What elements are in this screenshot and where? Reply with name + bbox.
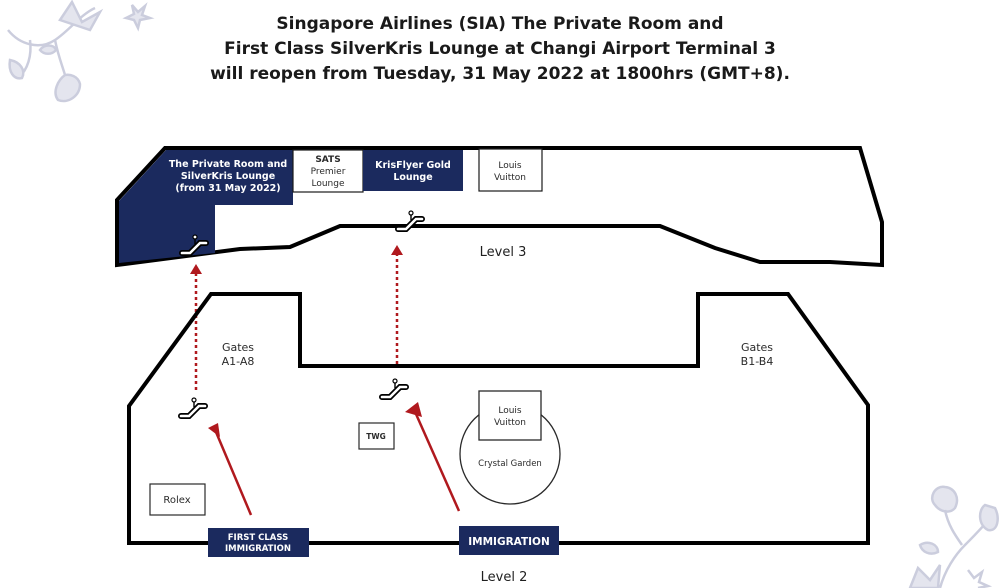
twg-label: TWG — [366, 432, 386, 441]
level-2-label: Level 2 — [481, 570, 528, 585]
krisflyer-label-2: Lounge — [393, 172, 432, 183]
arrow-head — [208, 423, 220, 437]
louis-vuitton-level-3[interactable] — [478, 148, 543, 192]
gates-a-label-1: Gates — [222, 341, 254, 354]
louis-vuitton-3-label-1: Louis — [498, 161, 522, 171]
escalator-icon — [181, 398, 205, 416]
gates-b-label-1: Gates — [741, 341, 773, 354]
escalator-icon — [382, 379, 406, 397]
arrow-head — [405, 402, 422, 417]
headline-line-2: First Class SilverKris Lounge at Changi … — [224, 39, 776, 59]
private-room-label-1: The Private Room and — [169, 159, 287, 170]
private-room-lounge-area[interactable] — [119, 150, 293, 263]
private-room-label-3: (from 31 May 2022) — [175, 183, 280, 194]
louis-vuitton-2-label-2: Vuitton — [494, 418, 526, 428]
rolex-label: Rolex — [163, 495, 190, 506]
level-2-floor: Gates A1-A8 Gates B1-B4 Louis Vuitton Cr… — [127, 292, 870, 585]
floral-decoration-bottom-right — [908, 485, 999, 588]
gates-b-label-2: B1-B4 — [741, 355, 774, 368]
headline: Singapore Airlines (SIA) The Private Roo… — [0, 12, 1000, 87]
immigration-label: IMMIGRATION — [468, 536, 550, 548]
level-3-label: Level 3 — [480, 245, 527, 260]
crystal-garden-label: Crystal Garden — [478, 459, 542, 469]
gates-a-label-2: A1-A8 — [222, 355, 255, 368]
first-class-immigration-label-2: IMMIGRATION — [225, 544, 291, 554]
louis-vuitton-2-label-1: Louis — [498, 406, 522, 416]
krisflyer-label-1: KrisFlyer Gold — [375, 160, 451, 171]
louis-vuitton-level-2[interactable] — [478, 390, 542, 441]
immigration[interactable] — [459, 526, 559, 555]
krisflyer-gold-lounge[interactable] — [363, 150, 463, 191]
louis-vuitton-3-label-2: Vuitton — [494, 173, 526, 183]
private-room-label-2: SilverKris Lounge — [181, 171, 275, 182]
headline-line-1: Singapore Airlines (SIA) The Private Roo… — [276, 14, 724, 34]
first-class-immigration[interactable] — [208, 528, 309, 557]
level-3-floor: The Private Room and SilverKris Lounge (… — [115, 146, 884, 268]
route-arrows-dotted — [190, 245, 403, 390]
floral-decoration-top-left — [7, 0, 155, 103]
twg-store[interactable] — [358, 422, 395, 450]
sats-premier-lounge[interactable] — [292, 149, 364, 193]
first-class-immigration-label-1: FIRST CLASS — [228, 533, 289, 543]
rolex-store[interactable] — [149, 483, 206, 516]
headline-line-3: will reopen from Tuesday, 31 May 2022 at… — [210, 64, 790, 84]
sats-label-1: SATS — [315, 155, 340, 165]
sats-label-3: Lounge — [311, 179, 344, 189]
sats-label-2: Premier — [311, 167, 346, 177]
